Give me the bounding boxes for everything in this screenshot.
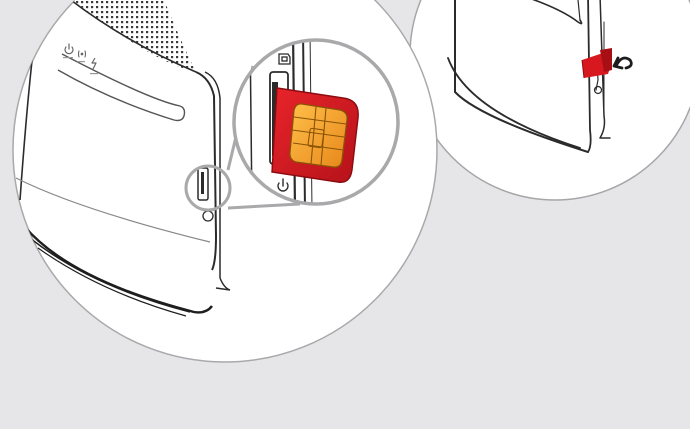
sim-card [272,88,358,182]
sim-chip [290,104,347,167]
rear-detail-circle [410,0,690,200]
